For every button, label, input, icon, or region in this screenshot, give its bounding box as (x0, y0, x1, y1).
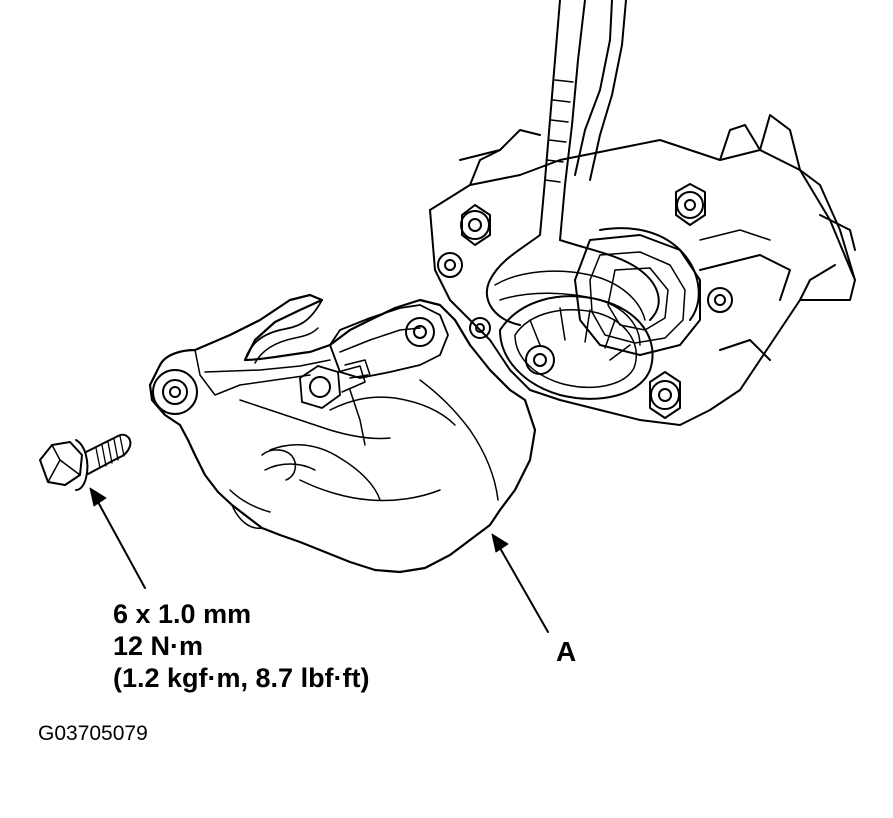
flange-bolt (39, 433, 132, 491)
figure-id-text: G03705079 (38, 722, 148, 745)
torque-alt-text: (1.2 kgf·m, 8.7 lbf·ft) (113, 663, 370, 693)
torque-nm-text: 12 N·m (113, 631, 204, 661)
part-a-leader-arrow (491, 533, 549, 633)
engine-assembly (429, 0, 856, 426)
callout-a-label: A (556, 636, 577, 667)
bracket-part-a (148, 293, 537, 574)
bolt-leader-arrow (89, 487, 146, 589)
bolt-size-text: 6 x 1.0 mm (113, 599, 252, 629)
torque-spec-label: 6 x 1.0 mm 12 N·m (1.2 kgf·m, 8.7 lbf·ft… (113, 598, 370, 694)
